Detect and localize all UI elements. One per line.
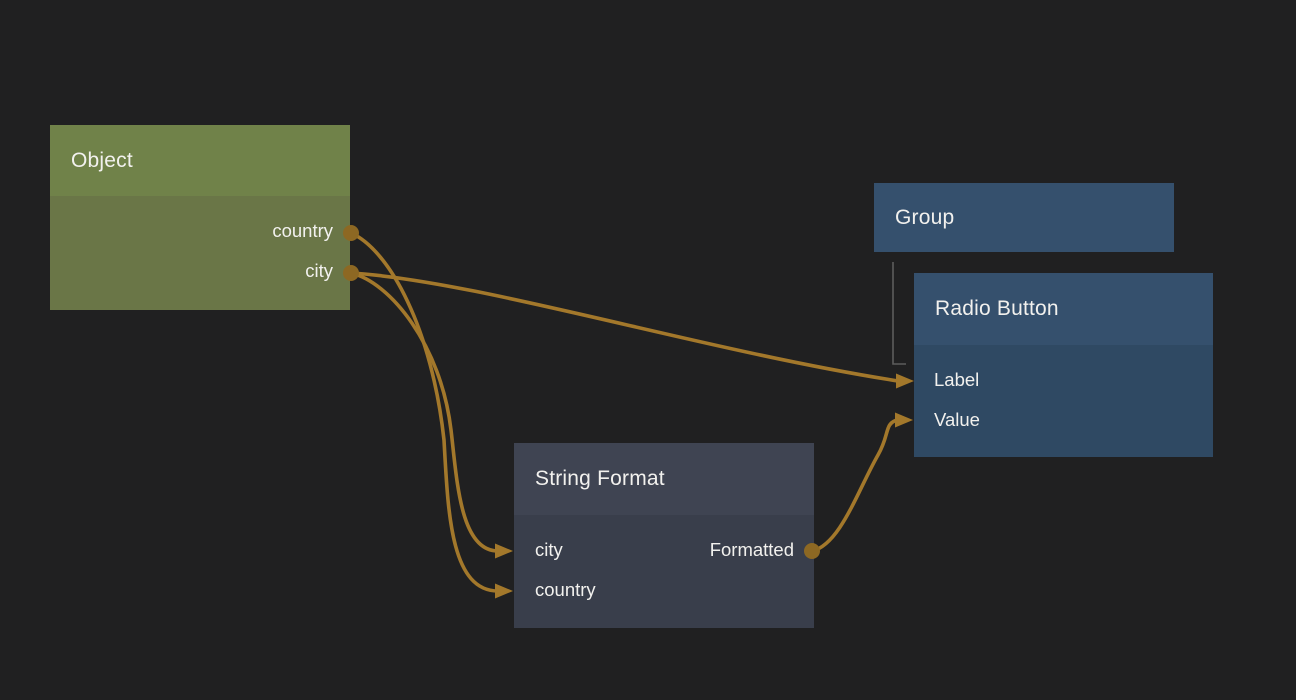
wire-city-to-label[interactable]	[350, 271, 899, 383]
wire-country-to-stringformat[interactable]	[350, 231, 499, 593]
node-string-format-header[interactable]: String Format	[514, 443, 814, 515]
wire-arrowhead-label	[896, 373, 914, 389]
port-row-sf-country[interactable]: country	[514, 570, 814, 610]
port-label-object-city: city	[305, 260, 333, 281]
port-label-radio-value: Value	[934, 409, 980, 430]
port-label-radio-label: Label	[934, 369, 980, 390]
wire-city-to-stringformat[interactable]	[350, 271, 499, 553]
port-row-object-country[interactable]: country	[50, 211, 350, 251]
node-radio-button[interactable]: Radio Button Label Value	[914, 273, 1213, 457]
wire-formatted-to-value[interactable]	[811, 418, 898, 553]
port-row-sf-city-formatted[interactable]: city Formatted	[514, 530, 814, 570]
node-string-format-title: String Format	[535, 467, 665, 490]
wire-arrowhead-sf-city	[495, 543, 513, 559]
node-group-header[interactable]: Group	[874, 183, 1174, 252]
node-string-format-body: city Formatted country	[514, 515, 814, 628]
port-row-radio-label[interactable]: Label	[914, 360, 1213, 400]
port-label-sf-formatted: Formatted	[709, 539, 794, 560]
wire-arrowhead-sf-country	[495, 583, 513, 599]
node-object-header[interactable]: Object	[50, 125, 350, 196]
port-row-object-city[interactable]: city	[50, 251, 350, 291]
node-object-body: country city	[50, 196, 350, 310]
port-row-radio-value[interactable]: Value	[914, 400, 1213, 440]
node-string-format[interactable]: String Format city Formatted country	[514, 443, 814, 628]
node-radio-button-title: Radio Button	[935, 297, 1059, 320]
wire-arrowhead-value	[895, 412, 913, 428]
node-object[interactable]: Object country city	[50, 125, 350, 310]
node-radio-button-body: Label Value	[914, 345, 1213, 457]
node-radio-button-header[interactable]: Radio Button	[914, 273, 1213, 345]
node-object-title: Object	[71, 148, 133, 172]
group-membership-link	[892, 262, 906, 365]
port-label-object-country: country	[272, 220, 333, 241]
port-label-sf-city: city	[535, 539, 563, 560]
node-group-title: Group	[895, 205, 955, 229]
port-label-sf-country: country	[535, 579, 596, 600]
node-group[interactable]: Group	[874, 183, 1174, 252]
